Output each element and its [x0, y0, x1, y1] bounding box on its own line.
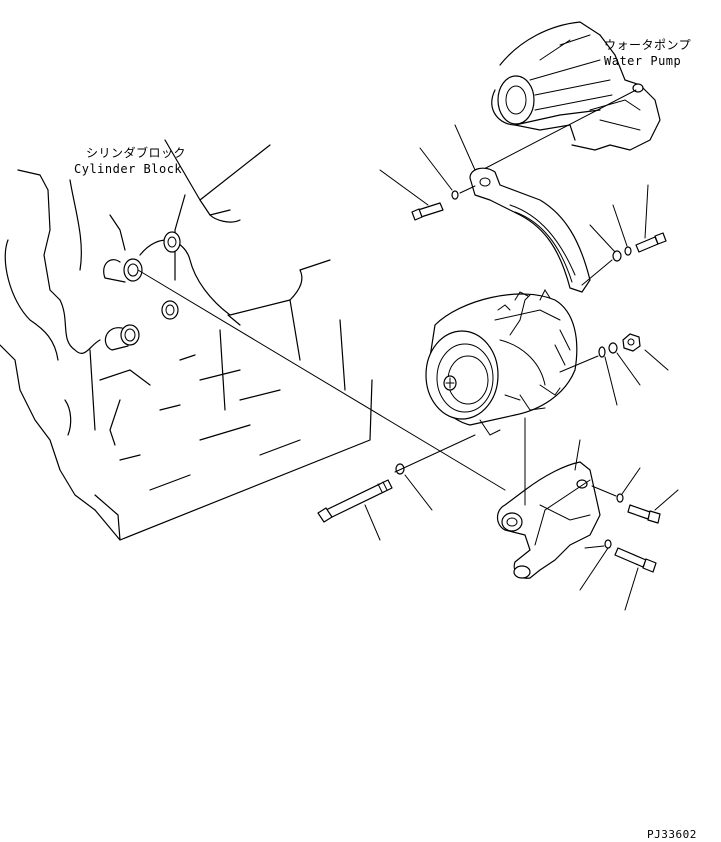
- strap-washer-r1: [612, 250, 622, 262]
- strap-bolt-right: [635, 232, 667, 253]
- leader-block-bracket: [137, 269, 506, 491]
- leader-pump-bracket: [481, 89, 637, 171]
- callout-nut: [644, 349, 669, 371]
- block-boss-3: [161, 300, 179, 320]
- leader-washer-alt: [394, 434, 476, 473]
- callout-strap: [454, 124, 476, 171]
- block-boss-1: [163, 231, 181, 253]
- callout-long-bolt: [364, 504, 381, 541]
- bracket-washer-upper: [616, 493, 624, 503]
- mounting-bracket: [496, 461, 601, 579]
- strap-washer-r2: [624, 246, 632, 256]
- callout-strap-bolt-r: [644, 184, 649, 239]
- long-bolt: [317, 479, 393, 523]
- alt-washer-2: [598, 346, 606, 358]
- callout-long-washer: [404, 474, 433, 511]
- water-pump-label-jp: ウォータポンプ: [604, 38, 692, 52]
- long-bolt-washer: [395, 463, 405, 475]
- cylinder-block-label-en: Cylinder Block: [74, 162, 183, 176]
- water-pump: [491, 21, 661, 151]
- adjusting-strap: [469, 167, 591, 293]
- strap-bolt-left: [411, 202, 444, 221]
- drawing-number: PJ33602: [647, 828, 697, 841]
- alternator-nut: [622, 333, 641, 352]
- bracket-bolt-upper: [627, 504, 661, 524]
- cylinder-block: [0, 139, 373, 541]
- callout-strap-bolt: [379, 169, 429, 206]
- alternator-pulley: [425, 330, 499, 420]
- alt-washer-1: [608, 342, 618, 354]
- bracket-washer-lower: [604, 539, 612, 549]
- water-pump-label-en: Water Pump: [604, 54, 682, 68]
- bracket-bolt-lower: [614, 547, 657, 573]
- block-boss-4: [120, 324, 140, 346]
- callout-strap-washer: [419, 147, 453, 191]
- block-boss-2: [123, 258, 143, 282]
- cylinder-block-label-jp: シリンダブロック: [86, 146, 187, 160]
- alternator: [425, 288, 578, 436]
- strap-washer-left: [451, 190, 459, 200]
